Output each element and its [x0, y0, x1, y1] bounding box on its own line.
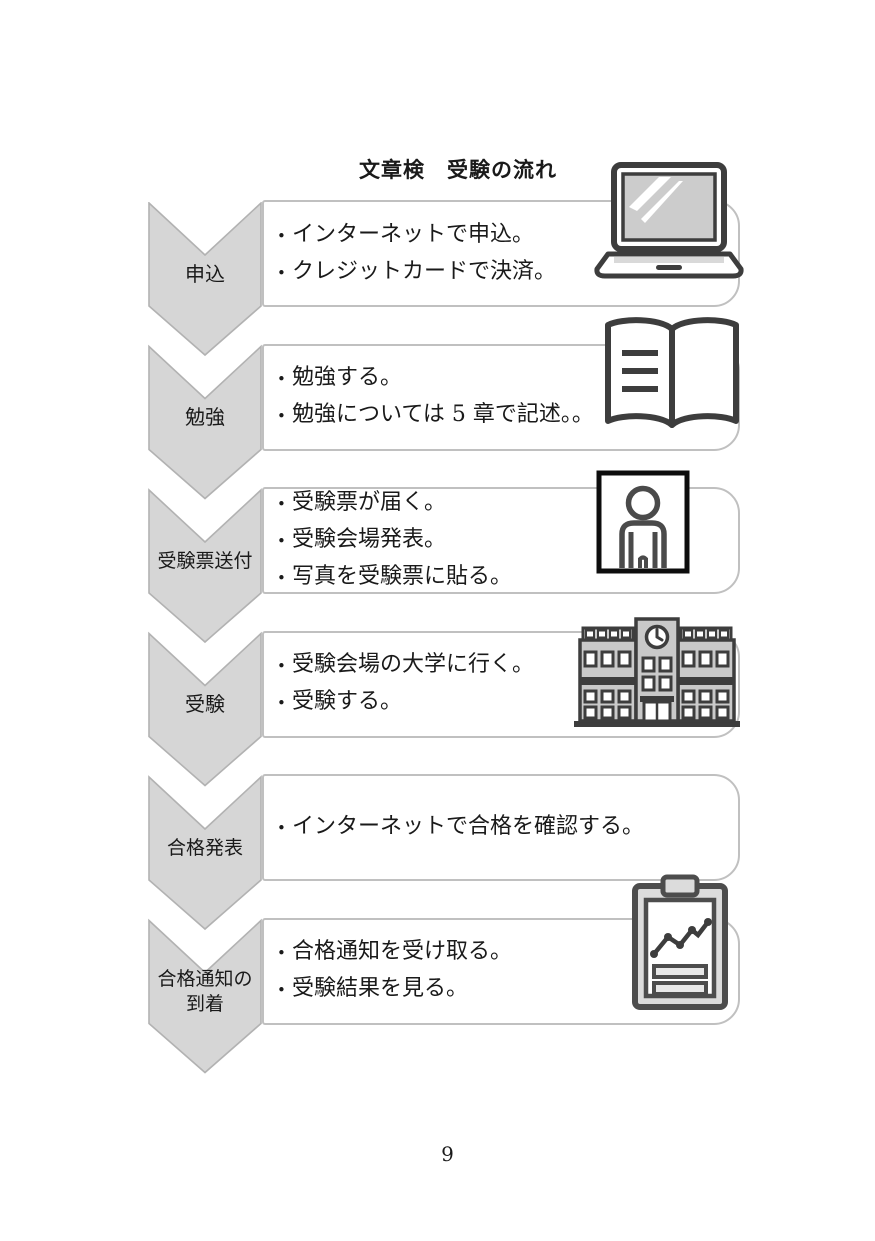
- bullet-marker: •: [277, 694, 286, 712]
- bullet-item: • クレジットカードで決済。: [277, 254, 738, 291]
- chevron-label-notice-line1: 合格通知の: [157, 967, 253, 990]
- bullet-text: 受験する。: [292, 689, 403, 714]
- bullet-item: • 受験票が届く。: [277, 485, 738, 522]
- chevron-step-5: [148, 775, 262, 931]
- bullet-text: クレジットカードで決済。: [292, 258, 557, 284]
- bullet-item: • 受験結果を見る。: [277, 971, 738, 1008]
- chevron-label-study: 勉強: [185, 405, 225, 429]
- chevron-label-exam: 受験: [185, 692, 225, 716]
- chevron-label-apply: 申込: [185, 261, 225, 286]
- bullet-text: 勉強については 5 章で記述。。: [292, 402, 594, 427]
- laptop-icon: [594, 162, 744, 279]
- school-building-icon: [574, 617, 740, 727]
- parapet-windows: [585, 629, 729, 639]
- chevron-step-4: [148, 631, 262, 787]
- page-number: 9: [441, 1142, 454, 1166]
- page-title: 文章検 受験の流れ: [359, 157, 557, 182]
- bullet-marker: •: [277, 263, 286, 282]
- bullet-item: • 受験会場発表。: [277, 522, 738, 559]
- bullet-item: • 受験する。: [277, 684, 738, 721]
- bullet-marker: •: [277, 944, 286, 962]
- tower-windows: [641, 656, 673, 692]
- bullet-item: • 勉強する。: [277, 360, 738, 397]
- chevron-step-6: [148, 918, 262, 1074]
- clipboard-chart-icon: [632, 874, 728, 1010]
- bullet-item: • インターネットで合格を確認する。: [277, 809, 738, 846]
- bullet-text: 受験会場発表。: [292, 527, 447, 552]
- chevron-step-2: [148, 344, 262, 500]
- bullet-item: • 写真を受験票に貼る。: [277, 559, 738, 596]
- chevron-step-1: [148, 202, 262, 357]
- bullet-marker: •: [277, 657, 286, 675]
- chart-points: [650, 918, 712, 958]
- chevron-step-3: [148, 488, 262, 644]
- bullet-text: インターネットで申込。: [292, 221, 535, 247]
- bullet-marker: •: [277, 981, 286, 999]
- bullet-text: 写真を受験票に貼る。: [292, 564, 513, 589]
- bullet-text: インターネットで合格を確認する。: [292, 814, 645, 839]
- bullet-text: 勉強する。: [292, 365, 403, 390]
- chevron-label-results: 合格発表: [166, 836, 243, 859]
- bullet-item: • インターネットで申込。: [277, 217, 738, 254]
- chevron-label-ticket: 受験票送付: [157, 549, 253, 572]
- bullet-marker: •: [277, 370, 286, 388]
- bullet-text: 受験会場の大学に行く。: [292, 652, 535, 677]
- bullet-text: 受験票が届く。: [292, 490, 447, 515]
- id-photo-icon: [596, 470, 690, 574]
- bullet-text: 合格通知を受け取る。: [292, 939, 513, 964]
- bullet-marker: •: [277, 495, 286, 513]
- bullet-marker: •: [277, 819, 286, 837]
- chevron-flow-column: [148, 202, 262, 1074]
- bullet-marker: •: [277, 569, 286, 587]
- bullet-marker: •: [277, 532, 286, 550]
- bullet-item: • 勉強については 5 章で記述。。: [277, 397, 738, 434]
- bullet-text: 受験結果を見る。: [292, 976, 469, 1001]
- step-box-results: • インターネットで合格を確認する。: [262, 774, 740, 881]
- bullet-item: • 受験会場の大学に行く。: [277, 647, 738, 684]
- wing-windows: [583, 650, 730, 720]
- open-book-icon: [605, 317, 739, 428]
- bullet-marker: •: [277, 407, 286, 425]
- bullet-item: • 合格通知を受け取る。: [277, 934, 738, 971]
- chevron-label-notice: 合格通知の 到着: [148, 968, 262, 1016]
- bullet-marker: •: [277, 226, 286, 245]
- chevron-label-notice-line2: 到着: [185, 992, 224, 1015]
